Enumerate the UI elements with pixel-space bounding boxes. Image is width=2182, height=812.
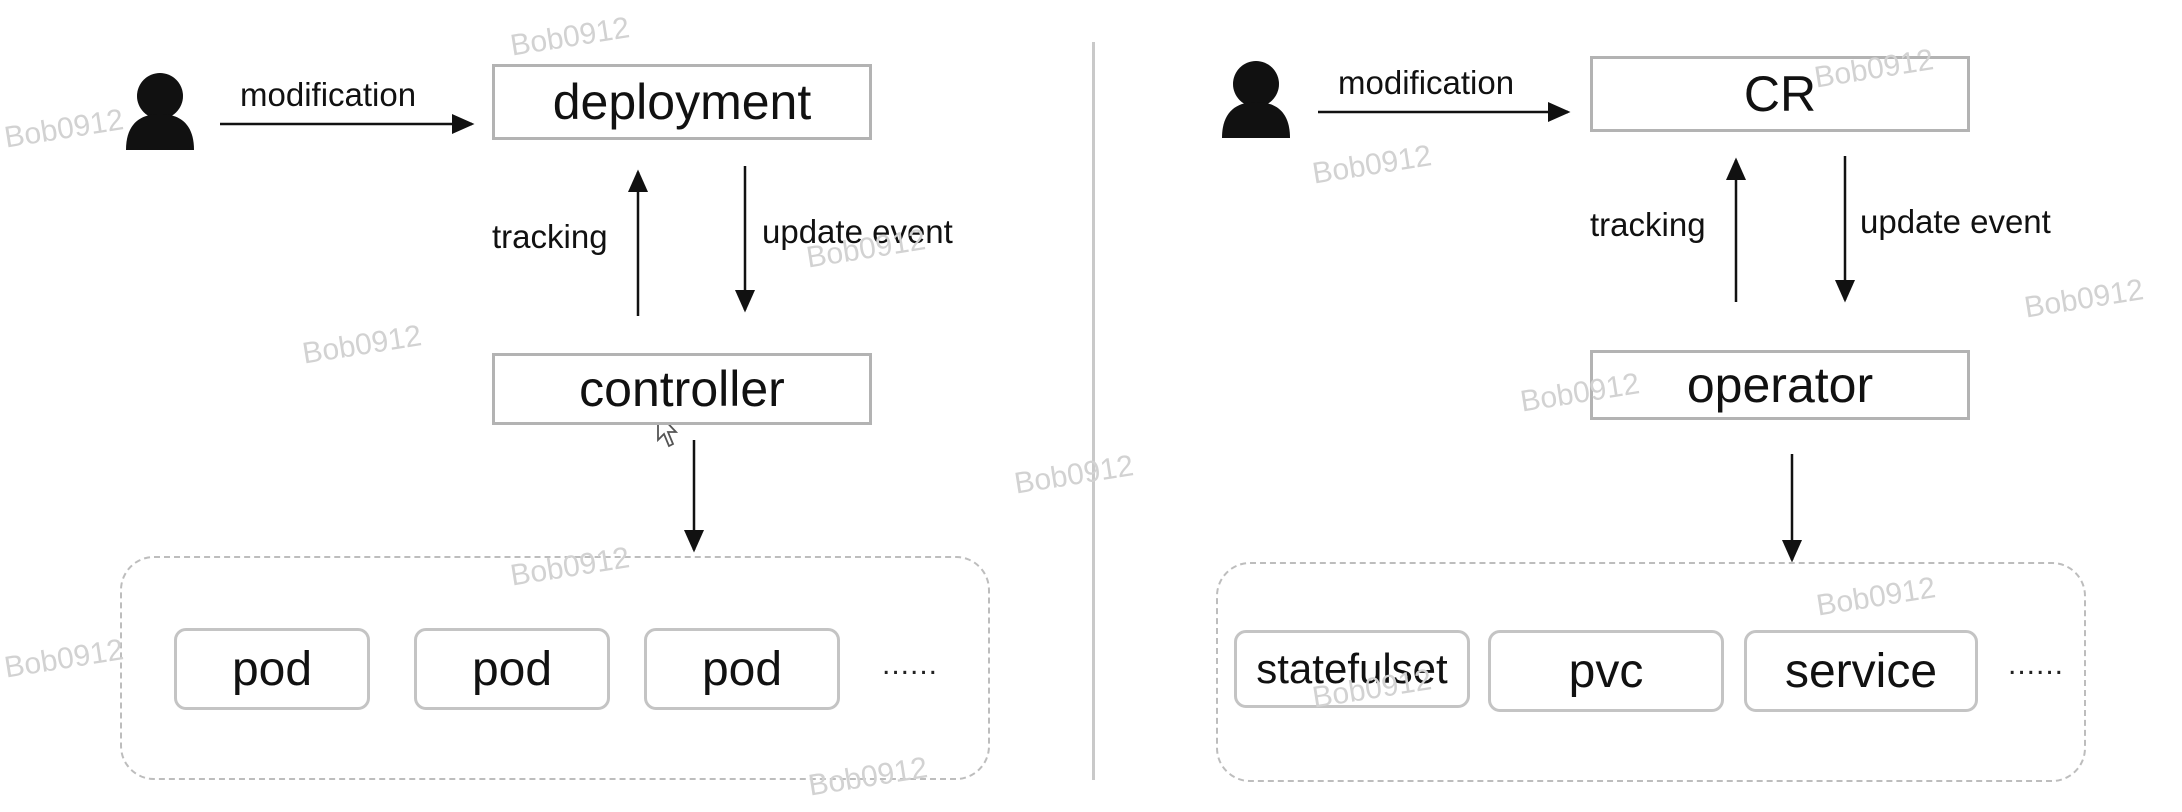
left-user-icon [126,73,194,150]
pvc-box: pvc [1488,630,1724,712]
left-tracking-label: tracking [492,218,608,255]
right-tracking-label: tracking [1590,206,1706,243]
panel-divider [1092,42,1095,780]
pod-box-3: pod [644,628,840,710]
operator-box: operator [1590,350,1970,420]
cr-box: CR [1590,56,1970,132]
right-more-ellipsis: ...... [2008,648,2065,681]
pod-box-2: pod [414,628,610,710]
left-pods-group [120,556,990,780]
left-more-ellipsis: ...... [882,648,939,681]
left-modification-label: modification [240,76,417,113]
controller-box: controller [492,353,872,425]
right-modification-label: modification [1338,64,1515,101]
pod-box-1: pod [174,628,370,710]
right-resources-group [1216,562,2086,782]
right-user-icon [1222,61,1290,138]
left-update-event-label: update event [762,213,953,250]
right-update-event-label: update event [1860,203,2051,240]
service-box: service [1744,630,1978,712]
deployment-box: deployment [492,64,872,140]
statefulset-box: statefulset [1234,630,1470,708]
